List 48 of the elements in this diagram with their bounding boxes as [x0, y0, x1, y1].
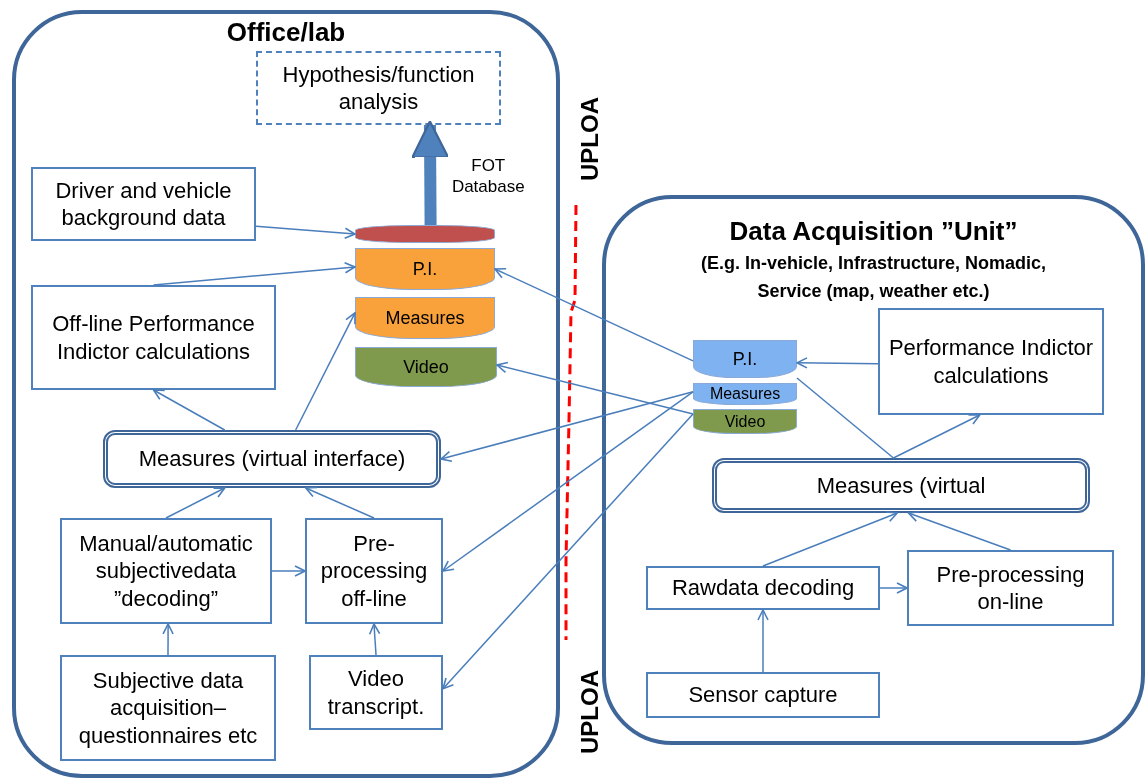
database-segment: Measures — [355, 297, 495, 339]
process-box: Off-line Performance Indictor calculations — [31, 285, 276, 390]
process-box: Manual/automatic subjectivedata ”decoding” — [60, 518, 272, 624]
office-lab-panel — [12, 10, 560, 778]
database-segment: Video — [693, 409, 797, 434]
block-arrow — [411, 120, 450, 226]
process-box: Subjective data acquisition– questionnaires etc — [60, 655, 276, 761]
panel-title: Office/lab — [225, 16, 347, 49]
arrow — [496, 361, 694, 415]
arrow — [879, 582, 908, 594]
arrow — [757, 609, 769, 673]
arrow — [762, 511, 898, 567]
process-box: Pre- processing off-line — [305, 518, 443, 624]
arrow — [494, 267, 694, 362]
arrow — [796, 357, 879, 369]
dashed-box: Hypothesis/function analysis — [256, 51, 501, 125]
database-segment: Video — [355, 347, 497, 387]
database-segment: P.I. — [693, 340, 797, 378]
acquisition-unit-panel — [602, 195, 1145, 745]
arrow — [442, 413, 694, 690]
arrow — [907, 510, 1012, 551]
arrow — [165, 487, 226, 519]
process-box: Rawdata decoding — [646, 566, 880, 610]
process-box: Performance Indictor calculations — [878, 308, 1104, 415]
arrow — [442, 391, 694, 572]
process-box: Driver and vehicle background data — [31, 167, 256, 241]
panel-subtitle: (E.g. In-vehicle, Infrastructure, Nomadic, Service (map, weather etc.) — [699, 252, 1048, 303]
arrow — [255, 225, 356, 239]
arrow — [152, 389, 226, 431]
interface-box: Measures (virtual interface) — [103, 430, 441, 488]
vertical-label: UPLOA — [578, 670, 602, 754]
database-top-segment — [355, 225, 495, 243]
process-box: Sensor capture — [646, 672, 880, 718]
arrow — [892, 414, 981, 459]
arrow — [440, 391, 694, 463]
arrow — [162, 623, 174, 656]
panel-title: Data Acquisition ”Unit” — [728, 215, 1019, 248]
arrow — [294, 312, 356, 431]
database-segment: Measures — [693, 383, 797, 405]
interface-box: Measures (virtual — [712, 458, 1090, 513]
vertical-label: UPLOA — [578, 97, 602, 181]
arrow — [368, 623, 381, 656]
database-segment: P.I. — [355, 248, 495, 290]
process-box: Pre-processing on-line — [907, 550, 1114, 626]
arrow — [305, 486, 375, 519]
arrow — [152, 262, 356, 286]
arrow — [271, 565, 306, 577]
process-box: Video transcript. — [309, 655, 443, 730]
